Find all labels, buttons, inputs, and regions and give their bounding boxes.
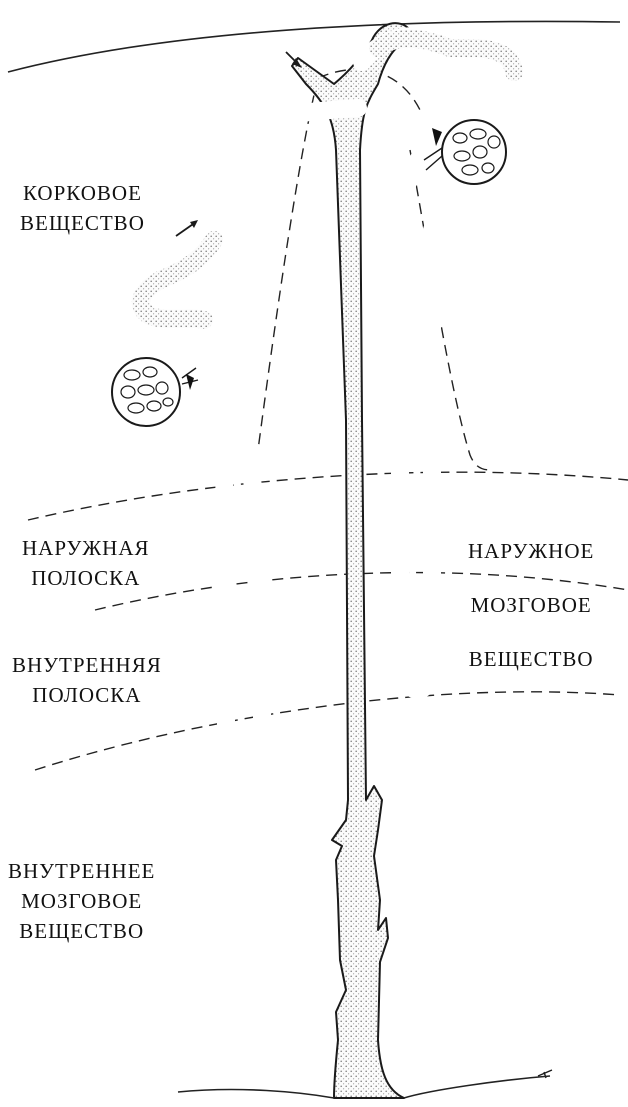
label-outer-medulla: НАРУЖНОЕ МОЗГОВОЕ ВЕЩЕСТВО (468, 524, 594, 686)
label-cortex: КОРКОВОЕ ВЕЩЕСТВО (20, 178, 145, 238)
label-outer-medulla-line3: ВЕЩЕСТВО (468, 632, 594, 686)
label-outer-medulla-line2: МОЗГОВОЕ (468, 578, 594, 632)
label-outer-stripe-line2: ПОЛОСКА (22, 563, 150, 593)
label-inner-medulla-line2: МОЗГОВОЕ (8, 886, 155, 916)
label-inner-stripe-line2: ПОЛОСКА (12, 680, 162, 710)
label-inner-medulla: ВНУТРЕННЕЕ МОЗГОВОЕ ВЕЩЕСТВО (8, 856, 155, 946)
label-inner-stripe: ВНУТРЕННЯЯ ПОЛОСКА (12, 650, 162, 710)
label-outer-medulla-line1: НАРУЖНОЕ (468, 524, 594, 578)
label-outer-stripe-line1: НАРУЖНАЯ (22, 533, 150, 563)
label-cortex-line2: ВЕЩЕСТВО (20, 208, 145, 238)
cortex-medulla-boundary (28, 472, 628, 520)
label-inner-stripe-line1: ВНУТРЕННЯЯ (12, 650, 162, 680)
vessel-outline-left (258, 78, 318, 450)
label-inner-medulla-line3: ВЕЩЕСТВО (8, 916, 155, 946)
label-outer-stripe: НАРУЖНАЯ ПОЛОСКА (22, 533, 150, 593)
label-inner-medulla-line1: ВНУТРЕННЕЕ (8, 856, 155, 886)
label-cortex-line1: КОРКОВОЕ (20, 178, 145, 208)
